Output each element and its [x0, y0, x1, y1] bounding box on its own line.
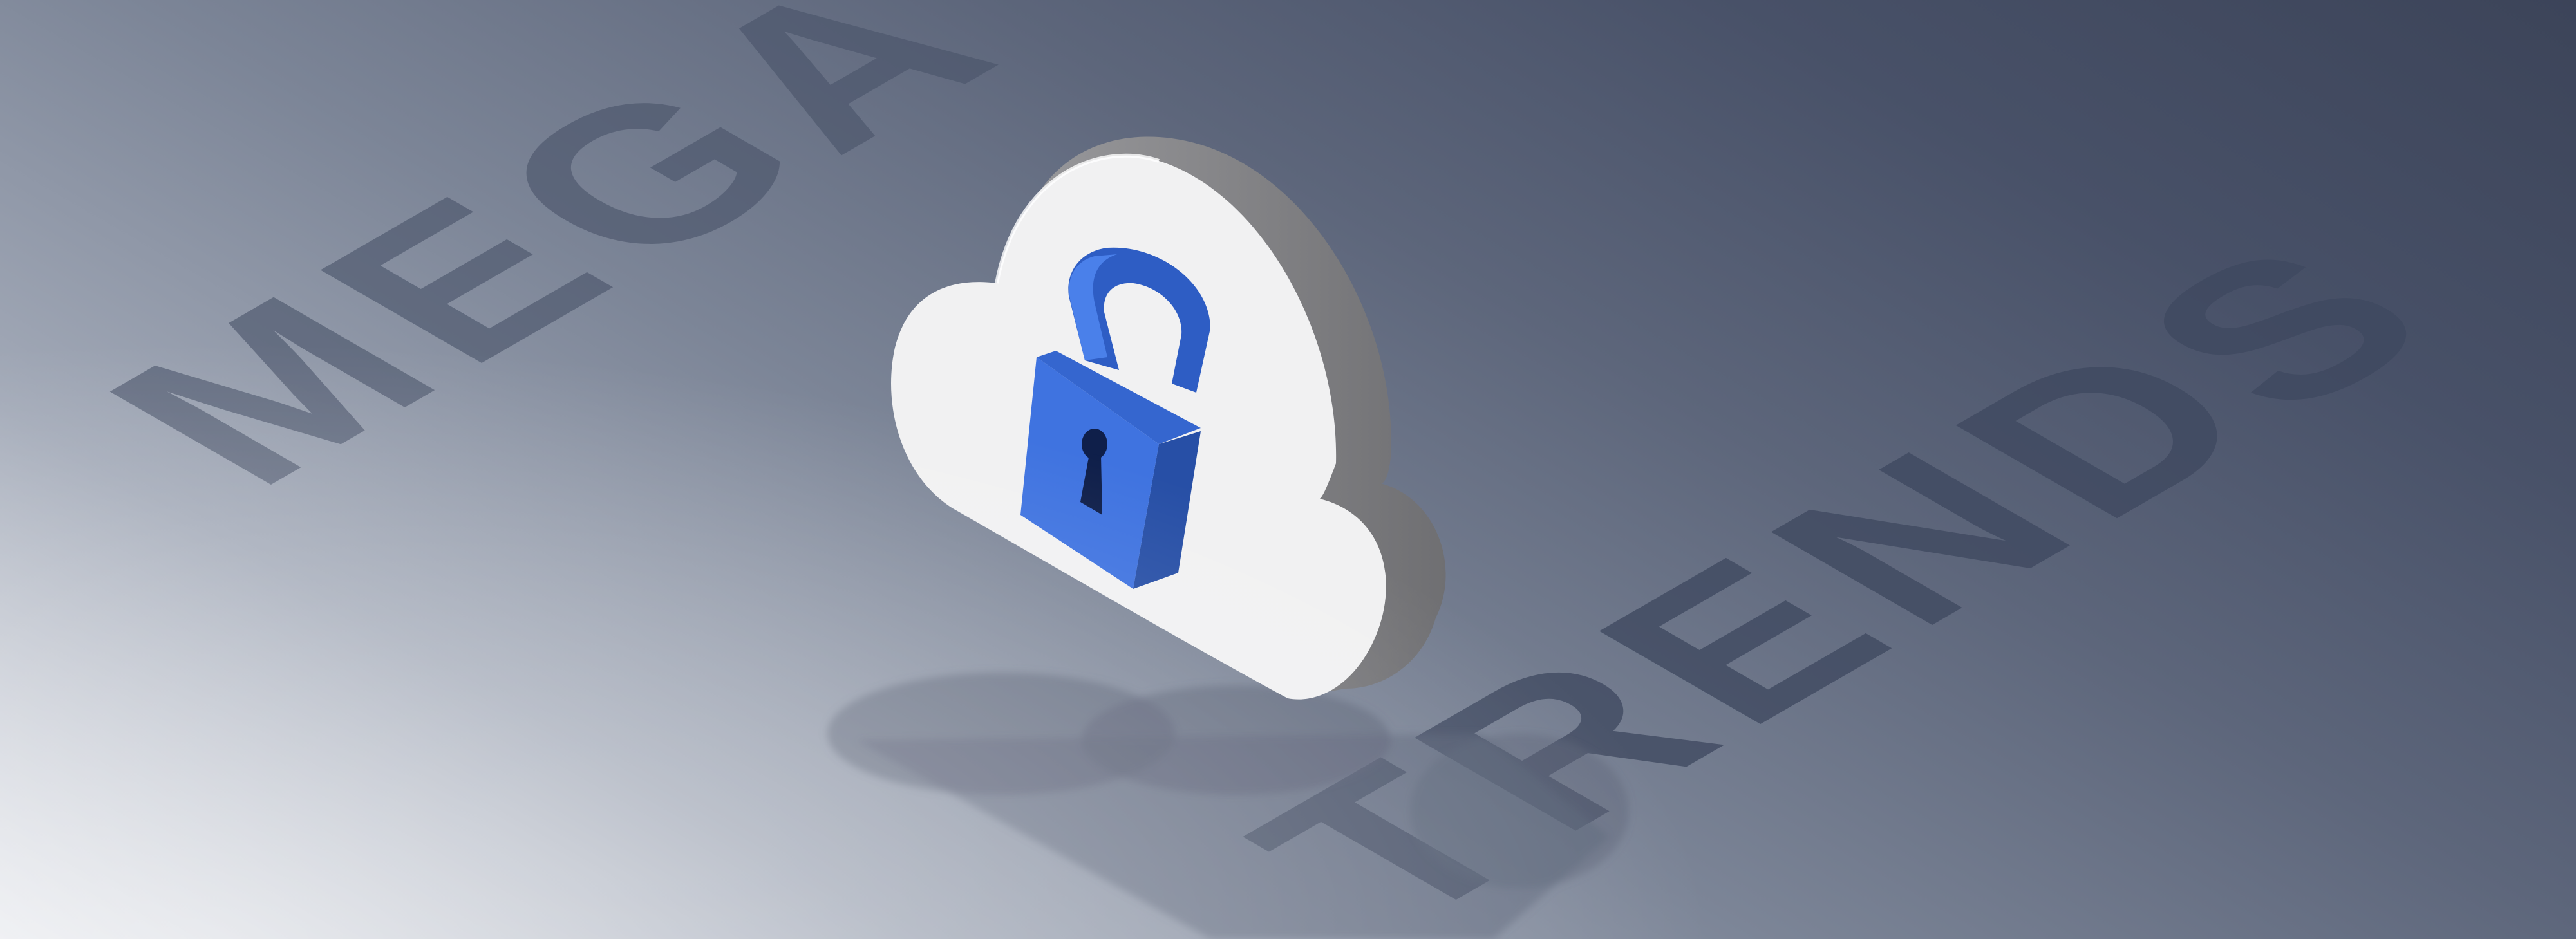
- open-padlock-icon: [1020, 247, 1210, 589]
- keyhole-icon: [1080, 429, 1107, 515]
- cloud-shadow: [827, 673, 1629, 939]
